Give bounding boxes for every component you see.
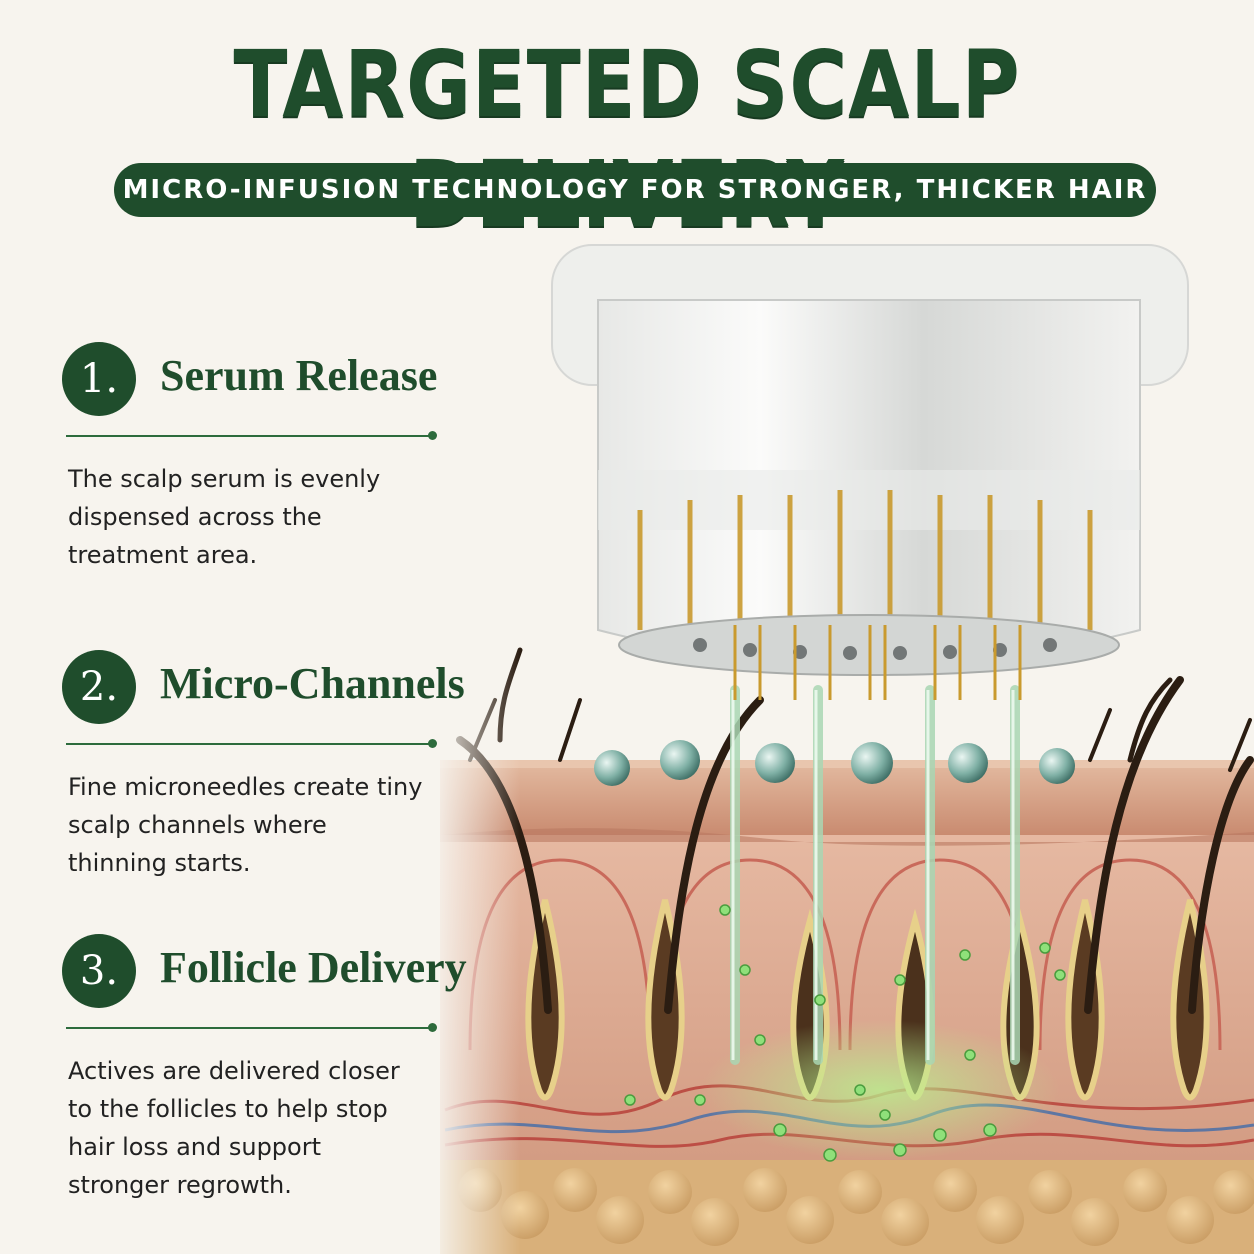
microneedle-device-illustration [551,244,1189,700]
divider [66,743,432,745]
divider [66,1027,432,1029]
subtitle-banner: MICRO-INFUSION TECHNOLOGY FOR STRONGER, … [114,163,1156,217]
step-number-badge: 1. [62,342,136,416]
step-title: Serum Release [160,351,438,400]
divider-dot [428,739,437,748]
step-description: Actives are delivered closer to the foll… [68,1057,400,1199]
step-number-badge: 2. [62,650,136,724]
step-title: Follicle Delivery [160,943,467,992]
step-description: The scalp serum is evenly dispensed acro… [68,465,381,569]
step-number-badge: 3. [62,934,136,1008]
step-title: Micro-Channels [160,659,465,708]
divider [66,435,432,437]
divider-dot [428,1023,437,1032]
subtitle-text: MICRO-INFUSION TECHNOLOGY FOR STRONGER, … [122,175,1148,205]
step-description: Fine microneedles create tiny scalp chan… [68,773,423,877]
divider-dot [428,431,437,440]
page-title: TARGETED SCALP DELIVERY [233,31,1021,248]
